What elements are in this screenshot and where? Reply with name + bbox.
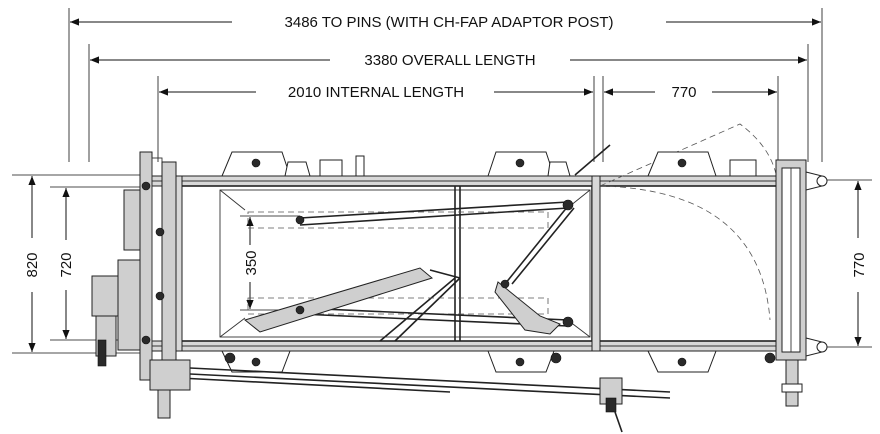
dimension-mid-spacing-label: 350 <box>243 250 260 275</box>
dimension-end-section: 770 <box>604 84 777 101</box>
bottom-brackets <box>221 350 776 373</box>
dimension-outer-width: 820 <box>24 176 41 352</box>
dimension-right-width: 770 <box>851 181 868 346</box>
right-end-assembly <box>775 159 828 407</box>
link-rods <box>243 199 575 335</box>
main-frame <box>149 175 791 352</box>
dimension-to-pins-label: 3486 TO PINS (WITH CH-FAP ADAPTOR POST) <box>285 14 614 31</box>
hitch-assembly <box>91 151 191 419</box>
dimension-internal-length-label: 2010 INTERNAL LENGTH <box>288 84 464 101</box>
dimension-right-width-label: 770 <box>851 252 868 277</box>
dimension-mid-spacing: 350 <box>243 217 260 309</box>
dimension-inner-width-label: 720 <box>58 252 75 277</box>
dimension-outer-width-label: 820 <box>24 252 41 277</box>
dimension-to-pins: 3486 TO PINS (WITH CH-FAP ADAPTOR POST) <box>70 14 821 31</box>
dimension-internal-length: 2010 INTERNAL LENGTH <box>159 84 593 101</box>
dimension-overall-length: 3380 OVERALL LENGTH <box>90 52 807 69</box>
extension-lines <box>68 8 823 162</box>
draw-bar <box>149 365 671 433</box>
top-brackets <box>221 144 757 177</box>
dimension-end-section-label: 770 <box>671 84 696 101</box>
dimension-overall-length-label: 3380 OVERALL LENGTH <box>364 52 535 69</box>
dimension-inner-width: 720 <box>58 188 75 339</box>
